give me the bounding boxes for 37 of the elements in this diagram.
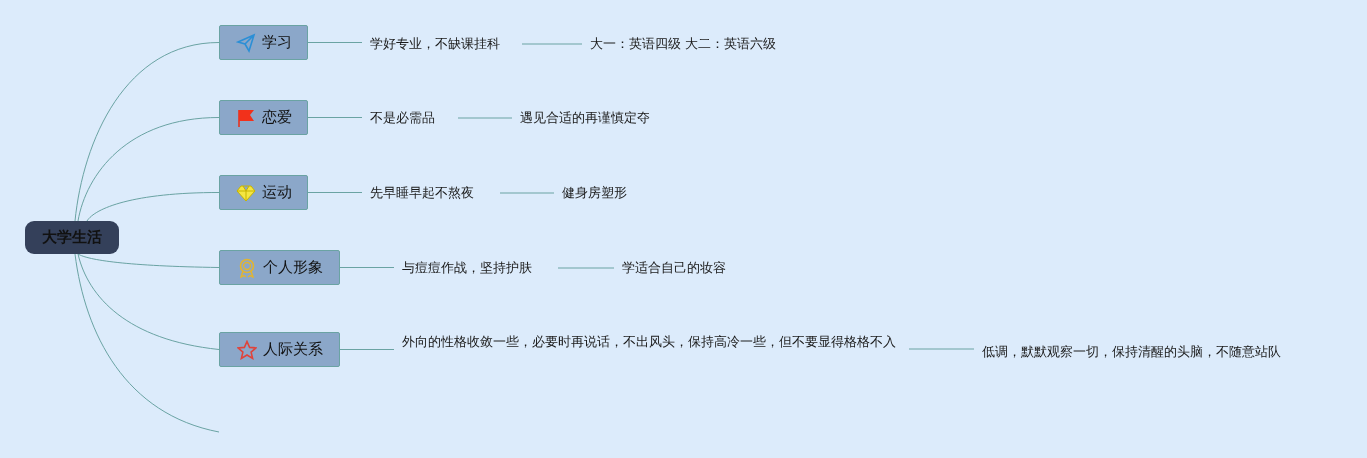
connector-line <box>77 253 220 350</box>
connector-line <box>307 192 363 193</box>
topic-label: 人际关系 <box>262 340 323 359</box>
topic-box <box>219 175 308 210</box>
connector-line <box>74 42 220 222</box>
connector-line <box>77 253 220 268</box>
connector-line <box>77 117 220 222</box>
topic-box <box>219 332 340 367</box>
connector-line <box>521 43 583 45</box>
topic-label: 学习 <box>261 33 292 52</box>
connector-line <box>307 117 363 118</box>
branch-text: 外向的性格收敛一些，必要时再说话，不出风头，保持高冷一些，但不要显得格格不入 <box>394 332 909 372</box>
connector-line <box>499 192 555 194</box>
branch-text: 健身房塑形 <box>554 183 650 203</box>
branch-text: 遇见合适的再谨慎定夺 <box>512 108 676 128</box>
connector-line <box>339 349 395 350</box>
branch-text: 大一：英语四级 大二：英语六级 <box>582 34 804 54</box>
branch-text: 学好专业，不缺课挂科 <box>362 34 522 54</box>
connector-line <box>307 42 363 43</box>
branch-text: 先早睡早起不熬夜 <box>362 183 500 203</box>
connector-line <box>74 253 220 433</box>
connector-line <box>908 348 975 350</box>
topic-label: 恋爱 <box>261 108 292 127</box>
connector-line <box>557 267 615 269</box>
topic-box <box>219 25 308 60</box>
central-topic-box: 大学生活 <box>25 221 119 254</box>
branch-text: 不是必需品 <box>362 108 458 128</box>
connector-line <box>339 267 395 268</box>
connector-line <box>457 117 513 119</box>
branch-text: 低调，默默观察一切，保持清醒的头脑，不随意站队 <box>974 342 1319 362</box>
connector-line <box>86 192 220 222</box>
topic-label: 运动 <box>261 183 292 202</box>
topic-box <box>219 100 308 135</box>
branch-text: 与痘痘作战，坚持护肤 <box>394 258 558 278</box>
topic-box <box>219 250 340 285</box>
topic-label: 个人形象 <box>262 258 323 277</box>
branch-text: 学适合自己的妆容 <box>614 258 750 278</box>
